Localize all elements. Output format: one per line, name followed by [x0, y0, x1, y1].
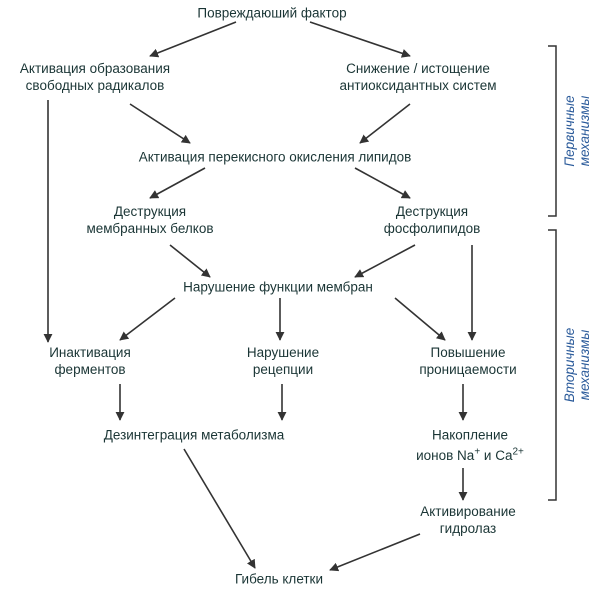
arrow-proteins-to-membrane — [169, 244, 211, 278]
arrow-factor-to-antioxidant — [309, 21, 411, 58]
node-antioxidant: Снижение / истощение антиоксидантных сис… — [339, 61, 497, 93]
node-membrane-dysfunction: Нарушение функции мембран — [183, 279, 373, 295]
arrow-phospholipids-to-membrane — [354, 244, 416, 278]
node-metabolism-disintegration: Дезинтеграция метаболизма — [103, 427, 285, 443]
node-damaging-factor: Повреждаюший фактор — [197, 5, 347, 21]
arrow-metabolism-to-death — [183, 448, 256, 569]
arrow-lipid-to-phospholipids — [354, 167, 411, 199]
secondary-bracket — [548, 229, 557, 501]
arrow-lipid-to-proteins — [149, 167, 206, 199]
node-reception-disorder: Нарушение рецепции — [246, 345, 320, 377]
primary-bracket — [548, 45, 557, 217]
arrow-membrane-to-enzymes — [119, 297, 176, 341]
node-ion-accumulation: Накопление ионов Na+ и Ca2+ — [416, 427, 524, 463]
node-cell-death: Гибель клетки — [234, 571, 324, 587]
node-protein-destruction: Деструкция мембранных белков — [86, 204, 214, 236]
node-radicals: Активация образования свободных радикало… — [19, 61, 171, 93]
node-enzyme-inactivation: Инактивация ферментов — [49, 345, 131, 377]
secondary-mechanisms-label: Вторичные механизмы — [562, 327, 592, 403]
arrow-radicals-to-lipid — [129, 103, 191, 144]
arrow-hydrolases-to-death — [329, 533, 421, 572]
node-phospholipid-destruction: Деструкция фосфолипидов — [383, 204, 481, 236]
arrow-membrane-to-permeability — [394, 297, 446, 341]
node-permeability-increase: Повышение проницаемости — [419, 345, 517, 377]
primary-mechanisms-label: Первичные механизмы — [562, 95, 592, 167]
node-hydrolase-activation: Активирование гидролаз — [420, 504, 516, 536]
node-lipid-peroxidation: Активация перекисного окисления липидов — [138, 149, 412, 165]
arrow-antioxidant-to-lipid — [359, 103, 411, 144]
arrow-factor-to-radicals — [149, 21, 237, 58]
